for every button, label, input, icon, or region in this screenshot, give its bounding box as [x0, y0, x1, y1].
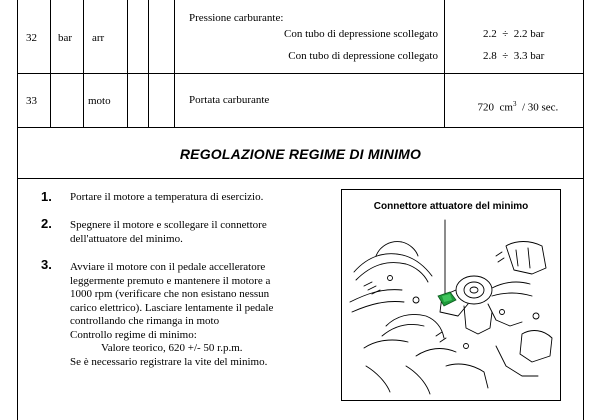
step-3-line: Valore teorico, 620 +/- 50 r.p.m.	[101, 342, 243, 354]
row-32-type: arr	[92, 32, 105, 44]
row-32-sub1: Con tubo di depressione scollegato	[284, 28, 438, 40]
step-3-number: 3.	[41, 257, 52, 272]
row-divider-1	[17, 73, 584, 74]
row-32-val2: 2.8 ÷ 3.3 bar	[483, 50, 545, 62]
step-3-line: Controllo regime di minimo:	[70, 328, 197, 341]
step-1-number: 1.	[41, 189, 52, 204]
row-32-title: Pressione carburante:	[189, 12, 284, 24]
step-3-line: Avviare il motore con il pedale acceller…	[70, 261, 266, 273]
col-divider-4	[148, 0, 149, 128]
step-3-line: controllando che rimanga in moto	[70, 315, 220, 327]
col-divider-3	[127, 0, 128, 128]
col-divider-5	[174, 0, 175, 128]
step-3-line: carico elettrico). Lasciare lentamente i…	[70, 301, 274, 314]
engine-illustration	[349, 219, 553, 395]
step-2-text: Spegnere il motore e scollegare il conne…	[70, 219, 267, 246]
section-title: REGOLAZIONE REGIME DI MINIMO	[179, 146, 422, 162]
row-33-value: 720 cm3 / 30 sec.	[472, 88, 559, 114]
table-border-right	[583, 0, 584, 420]
step-3-line: Se è necessario registrare la vite del m…	[70, 355, 268, 368]
step-2-line: Spegnere il motore e scollegare il conne…	[70, 219, 267, 231]
row-divider-2	[17, 127, 584, 128]
row-33-value-rest: / 30 sec.	[516, 101, 559, 114]
row-32-val1: 2.2 ÷ 2.2 bar	[483, 28, 545, 40]
row-33-value-main: 720 cm	[477, 101, 513, 114]
row-33-type: moto	[88, 95, 111, 107]
col-divider-1	[50, 0, 51, 128]
section-divider	[17, 178, 584, 179]
step-1-line: Portare il motore a temperatura di eserc…	[70, 191, 264, 203]
row-33-title: Portata carburante	[189, 94, 270, 106]
row-32-unit: bar	[58, 32, 73, 44]
step-3-text: Avviare il motore con il pedale acceller…	[70, 261, 273, 369]
col-divider-6	[444, 0, 445, 128]
row-33-number: 33	[26, 95, 37, 107]
step-1-text: Portare il motore a temperatura di eserc…	[70, 191, 263, 205]
figure-caption: Connettore attuatore del minimo	[373, 201, 529, 212]
row-32-number: 32	[26, 32, 37, 44]
row-32-sub2: Con tubo di depressione collegato	[288, 50, 438, 62]
table-border-left	[17, 0, 18, 420]
step-3-line: leggermente premuto e mantenere il motor…	[70, 274, 271, 287]
step-2-number: 2.	[41, 216, 52, 231]
figure-box	[341, 189, 561, 401]
col-divider-2	[83, 0, 84, 128]
connector-highlight	[437, 291, 457, 307]
row-33-value-sup: 3	[512, 100, 517, 108]
step-2-line: dell'attuatore del minimo.	[70, 232, 183, 245]
step-3-line: 1000 rpm (verificare che non esistano ne…	[70, 288, 270, 300]
